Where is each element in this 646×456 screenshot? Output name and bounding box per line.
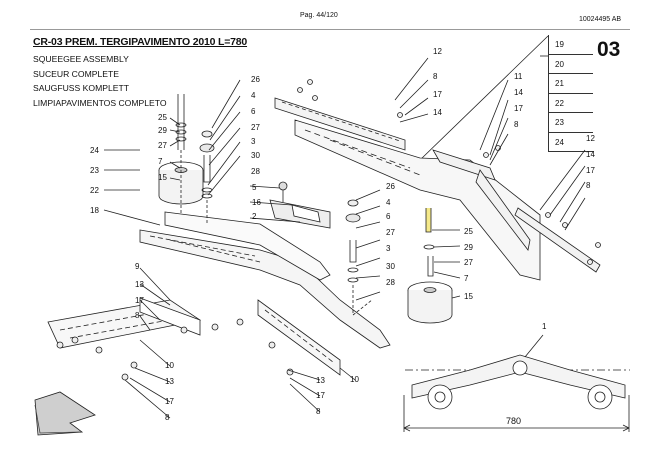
callout-label: 29 (464, 243, 473, 252)
callout-label: 8 (316, 407, 321, 416)
callout-label: 1 (542, 322, 547, 331)
callout-label: 27 (251, 123, 260, 132)
callout-label: 17 (586, 166, 595, 175)
callout-label: 14 (514, 88, 523, 97)
callout-label: 12 (586, 134, 595, 143)
callout-label: 26 (386, 182, 395, 191)
subtitle-es: LIMPIAPAVIMENTOS COMPLETO (33, 97, 167, 108)
callout-label: 8 (165, 413, 170, 422)
callout-label: 6 (386, 212, 391, 221)
ref-cell: 19 (548, 35, 593, 55)
callout-label: 29 (158, 126, 167, 135)
callout-label: 13 (135, 280, 144, 289)
callout-label: 13 (165, 377, 174, 386)
callout-label: 10 (350, 375, 359, 384)
callout-label: 8 (135, 311, 140, 320)
callout-label: 12 (433, 47, 442, 56)
page-number: Pag. 44/120 (300, 12, 338, 19)
subtitle-en: SQUEEGEE ASSEMBLY (33, 54, 129, 64)
callout-label: 11 (514, 72, 523, 81)
header-rule (30, 29, 630, 30)
ref-cell: 22 (548, 93, 593, 113)
document-code: 10024495 AB (579, 16, 622, 23)
callout-label: 28 (251, 167, 260, 176)
callout-label: 17 (316, 391, 325, 400)
callout-label: 15 (158, 173, 167, 182)
callout-label: 25 (464, 227, 473, 236)
callout-label: 3 (251, 137, 256, 146)
callout-label: 18 (90, 206, 99, 215)
callout-label: 27 (464, 258, 473, 267)
callout-label: 22 (90, 186, 99, 195)
callout-label: 14 (586, 150, 595, 159)
ref-cell: 23 (548, 113, 593, 133)
callout-label: 4 (386, 198, 391, 207)
reference-column: 19 20 21 22 23 24 (548, 35, 593, 152)
callout-label: 8 (433, 72, 438, 81)
callout-label: 3 (386, 244, 391, 253)
callout-label: 17 (165, 397, 174, 406)
callout-label: 23 (90, 166, 99, 175)
table-number: 03 (597, 38, 621, 61)
callout-label: 2 (252, 212, 257, 221)
callout-label: 4 (251, 91, 256, 100)
callout-label: 8 (514, 120, 519, 129)
subtitle-fr: SUCEUR COMPLETE (33, 68, 119, 79)
ref-cell: 20 (548, 54, 593, 74)
callout-label: 25 (158, 113, 167, 122)
callout-label: 9 (135, 262, 140, 271)
callout-label: 17 (433, 90, 442, 99)
callout-label: 6 (251, 107, 256, 116)
page-title: CR-03 PREM. TERGIPAVIMENTO 2010 L=780 (33, 36, 248, 48)
callout-label: 30 (251, 151, 260, 160)
callout-label: 27 (158, 141, 167, 150)
callout-label: 5 (252, 183, 257, 192)
subtitle-de: SAUGFUSS KOMPLETT (33, 83, 129, 94)
callout-label: 10 (165, 361, 174, 370)
callout-label: 7 (158, 157, 163, 166)
callout-label: 30 (386, 262, 395, 271)
subtitle-list: SQUEEGEE ASSEMBLY SUCEUR COMPLETE SAUGFU… (33, 52, 167, 110)
callout-label: 16 (252, 198, 261, 207)
callout-label: 13 (316, 376, 325, 385)
callout-label: 15 (464, 292, 473, 301)
ref-cell: 24 (548, 132, 593, 152)
ref-cell: 21 (548, 74, 593, 94)
callout-label: 24 (90, 146, 99, 155)
callout-label: 27 (386, 228, 395, 237)
callout-label: 17 (514, 104, 523, 113)
callout-label: 28 (386, 278, 395, 287)
callout-label: 14 (433, 108, 442, 117)
callout-label: 26 (251, 75, 260, 84)
dimension-label: 780 (506, 416, 522, 426)
callout-label: 17 (135, 296, 144, 305)
callout-label: 7 (464, 274, 469, 283)
callout-label: 8 (586, 181, 591, 190)
